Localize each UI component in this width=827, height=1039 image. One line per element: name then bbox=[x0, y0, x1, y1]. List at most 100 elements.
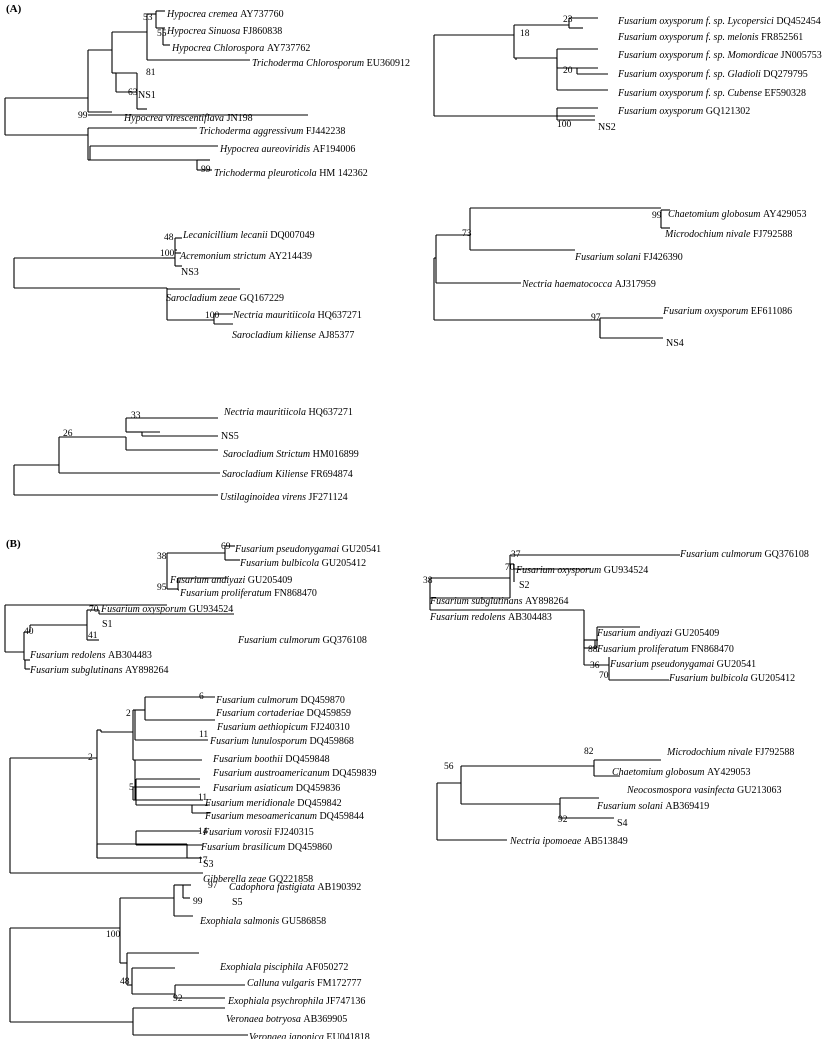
taxon-accession: AY429053 bbox=[707, 767, 751, 778]
taxon-accession: NS5 bbox=[221, 431, 239, 442]
taxon-label: Fusarium bulbicola GU205412 bbox=[239, 558, 366, 569]
taxon-name: Fusarium bulbicola bbox=[668, 673, 751, 684]
taxon-accession: AY737760 bbox=[240, 9, 284, 20]
taxon-label: Fusarium austroamericanum DQ459839 bbox=[212, 768, 377, 779]
taxon-label: Hypocrea Chlorospora AY737762 bbox=[171, 43, 310, 54]
taxon-name: Fusarium oxysporum f. sp. Lycopersici bbox=[617, 16, 776, 27]
bootstrap-value: 37 bbox=[511, 550, 521, 560]
bootstrap-value: 17 bbox=[198, 856, 208, 866]
taxon-label: Fusarium redolens AB304483 bbox=[429, 612, 552, 623]
bootstrap-value: 70 bbox=[599, 671, 609, 681]
tree-a2: Fusarium oxysporum f. sp. Lycopersici DQ… bbox=[433, 15, 822, 133]
taxon-label: Fusarium culmorum DQ459870 bbox=[215, 695, 345, 706]
bootstrap-value: 53 bbox=[143, 13, 153, 23]
taxon-accession: FR852561 bbox=[761, 32, 803, 43]
taxon-label: Fusarium aethiopicum FJ240310 bbox=[216, 722, 350, 733]
taxon-accession: HQ637271 bbox=[308, 407, 352, 418]
taxon-label: Nectria mauritiicola HQ637271 bbox=[232, 310, 362, 321]
taxon-name: Nectria mauritiicola bbox=[223, 407, 308, 418]
taxon-name: Fusarium brasilicum bbox=[200, 842, 288, 853]
taxon-accession: AF050272 bbox=[306, 962, 349, 973]
taxon-accession: HM 142362 bbox=[319, 168, 368, 179]
taxon-accession: AF194006 bbox=[313, 144, 356, 155]
bootstrap-value: 41 bbox=[88, 631, 98, 641]
taxon-label: Sarocladium Strictum HM016899 bbox=[223, 449, 359, 460]
taxon-accession: S2 bbox=[519, 580, 530, 591]
taxon-label: Ustilaginoidea virens JF271124 bbox=[220, 492, 348, 503]
taxon-label: Fusarium oxysporum f. sp. Lycopersici DQ… bbox=[617, 16, 821, 27]
tree-a5: Nectria mauritiicola HQ637271NS5Saroclad… bbox=[13, 407, 359, 503]
bootstrap-value: 70 bbox=[505, 563, 515, 573]
bootstrap-value: 70 bbox=[89, 605, 99, 615]
taxon-name: Fusarium andiyazi bbox=[596, 628, 675, 639]
taxon-accession: AB513849 bbox=[584, 836, 628, 847]
taxon-name: Fusarium andiyazi bbox=[169, 575, 248, 586]
taxon-label: Fusarium oxysporum GU934524 bbox=[100, 604, 233, 615]
taxon-name: Fusarium cortaderiae bbox=[215, 708, 307, 719]
taxon-name: Fusarium pseudonygamai bbox=[234, 544, 342, 555]
taxon-accession: AY898264 bbox=[525, 596, 569, 607]
taxon-accession: AY898264 bbox=[125, 665, 169, 676]
bootstrap-value: 100 bbox=[205, 311, 220, 321]
taxon-label: Hypocrea cremea AY737760 bbox=[166, 9, 284, 20]
taxon-name: Chaetomium globosum bbox=[612, 767, 707, 778]
taxon-label: Fusarium redolens AB304483 bbox=[29, 650, 152, 661]
taxon-name: Microdochium nivale bbox=[666, 747, 755, 758]
bootstrap-value: 97 bbox=[591, 313, 601, 323]
taxon-accession: AB304483 bbox=[508, 612, 552, 623]
bootstrap-value: 33 bbox=[131, 411, 141, 421]
taxon-accession: S5 bbox=[232, 897, 243, 908]
bootstrap-value: 97 bbox=[208, 881, 218, 891]
taxon-label: S3 bbox=[203, 859, 214, 870]
taxon-name: Fusarium oxysporum f. sp. Cubense bbox=[617, 88, 764, 99]
taxon-name: Fusarium aethiopicum bbox=[216, 722, 310, 733]
taxon-label: NS3 bbox=[181, 267, 199, 278]
taxon-accession: EU041818 bbox=[326, 1032, 369, 1039]
taxon-label: Fusarium oxysporum f. sp. melonis FR8525… bbox=[617, 32, 803, 43]
taxon-name: Nectria ipomoeae bbox=[509, 836, 584, 847]
taxon-accession: GQ167229 bbox=[240, 293, 284, 304]
taxon-name: Chaetomium globosum bbox=[668, 209, 763, 220]
bootstrap-value: 38 bbox=[157, 552, 167, 562]
taxon-accession: DQ459844 bbox=[319, 811, 363, 822]
taxon-accession: DQ452454 bbox=[776, 16, 820, 27]
taxon-label: Calluna vulgaris FM172777 bbox=[247, 978, 361, 989]
taxon-accession: FR694874 bbox=[311, 469, 353, 480]
bootstrap-value: 14 bbox=[198, 827, 208, 837]
taxon-name: Fusarium oxysporum bbox=[617, 106, 706, 117]
taxon-name: Fusarium culmorum bbox=[237, 635, 322, 646]
taxon-label: Fusarium oxysporum f. sp. Momordicae JN0… bbox=[617, 50, 822, 61]
taxon-accession: JF747136 bbox=[326, 996, 365, 1007]
bootstrap-value: 48 bbox=[164, 233, 174, 243]
taxon-name: Exophiala psychrophila bbox=[227, 996, 326, 1007]
taxon-label: Fusarium culmorum GQ376108 bbox=[679, 549, 809, 560]
bootstrap-value: 55 bbox=[157, 29, 167, 39]
taxon-label: Nectria haematococca AJ317959 bbox=[521, 279, 656, 290]
taxon-accession: DQ459860 bbox=[288, 842, 332, 853]
taxon-accession: FJ240310 bbox=[310, 722, 349, 733]
taxon-label: Fusarium cortaderiae DQ459859 bbox=[215, 708, 351, 719]
taxon-accession: GU20541 bbox=[717, 659, 756, 670]
taxon-accession: EF611086 bbox=[751, 306, 792, 317]
taxon-accession: GU934524 bbox=[189, 604, 233, 615]
taxon-accession: HQ637271 bbox=[317, 310, 361, 321]
taxon-name: Fusarium culmorum bbox=[215, 695, 300, 706]
taxon-name: Fusarium asiaticum bbox=[212, 783, 296, 794]
bootstrap-value: 38 bbox=[423, 576, 433, 586]
taxon-label: Hypocrea virescentiflava JN198 bbox=[123, 113, 253, 124]
taxon-label: Fusarium oxysporum GU934524 bbox=[515, 565, 648, 576]
taxon-name: Fusarium oxysporum f. sp. Momordicae bbox=[617, 50, 781, 61]
bootstrap-value: 26 bbox=[63, 429, 73, 439]
taxon-accession: NS1 bbox=[138, 90, 156, 101]
taxon-accession: DQ459836 bbox=[296, 783, 340, 794]
bootstrap-value: 81 bbox=[146, 68, 156, 78]
taxon-accession: NS4 bbox=[666, 338, 684, 349]
bootstrap-value: 5 bbox=[129, 783, 134, 793]
taxon-name: Sarocladium zeae bbox=[166, 293, 240, 304]
taxon-accession: NS3 bbox=[181, 267, 199, 278]
taxon-name: Fusarium proliferatum bbox=[179, 588, 274, 599]
taxon-accession: EU360912 bbox=[367, 58, 410, 69]
taxon-accession: JN198 bbox=[227, 113, 253, 124]
taxon-label: Fusarium asiaticum DQ459836 bbox=[212, 783, 340, 794]
taxon-accession: DQ007049 bbox=[270, 230, 314, 241]
